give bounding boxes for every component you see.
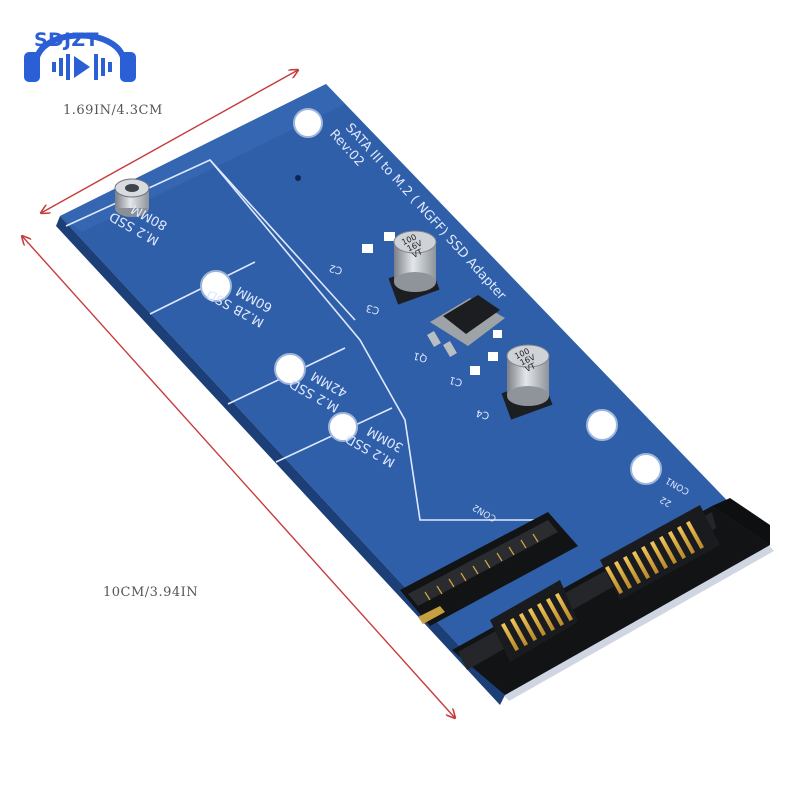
width-dimension-arrow <box>41 70 298 213</box>
length-dimension-arrow <box>22 236 455 718</box>
svg-text:VT: VT <box>524 361 537 374</box>
svg-text:C1: C1 <box>448 374 464 388</box>
mounting-holes <box>200 108 662 485</box>
voltage-regulator-q1 <box>427 295 505 358</box>
sound-wave-icon <box>52 54 112 80</box>
length-dimension-label: 10CM/3.94IN <box>103 585 199 600</box>
svg-text:VT: VT <box>411 247 424 260</box>
standoff-screw <box>114 178 150 217</box>
svg-text:22: 22 <box>659 494 674 508</box>
smd-pads <box>362 232 502 375</box>
svg-text:C3: C3 <box>365 302 381 316</box>
width-dimension-label: 1.69IN/4.3CM <box>63 103 163 118</box>
pcb-board <box>60 84 770 695</box>
brand-logo: SDJZT <box>22 16 140 92</box>
headphones-icon <box>24 32 136 82</box>
capacitor-c4: 100 16V VT <box>501 344 553 420</box>
capacitor-c3: 100 16V VT <box>388 230 440 305</box>
svg-text:C4: C4 <box>475 407 491 421</box>
sata-connector <box>452 498 770 695</box>
svg-text:Q1: Q1 <box>412 349 429 363</box>
svg-text:C2: C2 <box>328 262 344 276</box>
m2-slot-connector <box>400 512 578 626</box>
logo-text: SDJZT <box>34 29 99 51</box>
